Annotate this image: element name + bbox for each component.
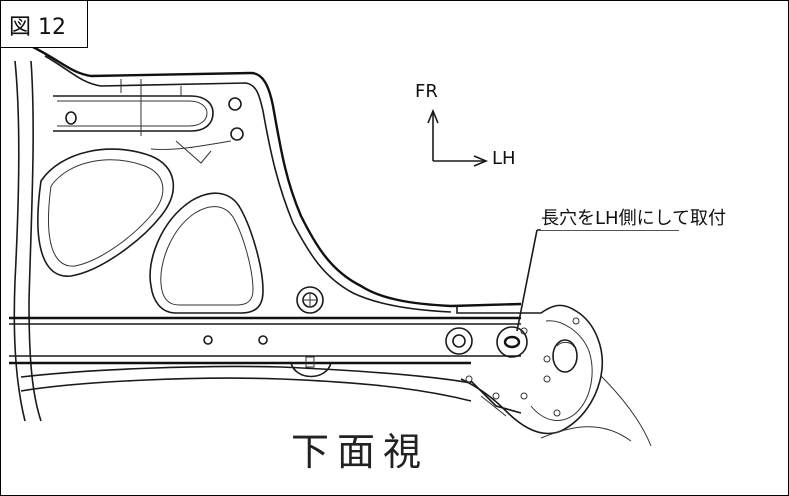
right-bracket	[456, 304, 652, 447]
left-hand-direction-label: LH	[492, 148, 516, 169]
view-caption: 下面視	[291, 430, 430, 474]
figure-number-label: 図 12	[7, 15, 70, 43]
slotted-hole	[496, 326, 528, 358]
bolt-right	[445, 327, 473, 355]
bracket-outline	[13, 44, 522, 422]
bolt-center	[290, 286, 332, 378]
forward-direction-label: FR	[415, 81, 438, 102]
installation-note: 長穴をLH側にして取付	[541, 204, 727, 230]
direction-indicator	[427, 108, 489, 167]
long-rail	[9, 316, 521, 402]
note-leader	[516, 229, 679, 332]
top-slot	[53, 79, 214, 136]
left-cutout	[37, 140, 232, 277]
mounting-holes-top	[65, 97, 244, 141]
triangle-cutout	[149, 192, 264, 314]
